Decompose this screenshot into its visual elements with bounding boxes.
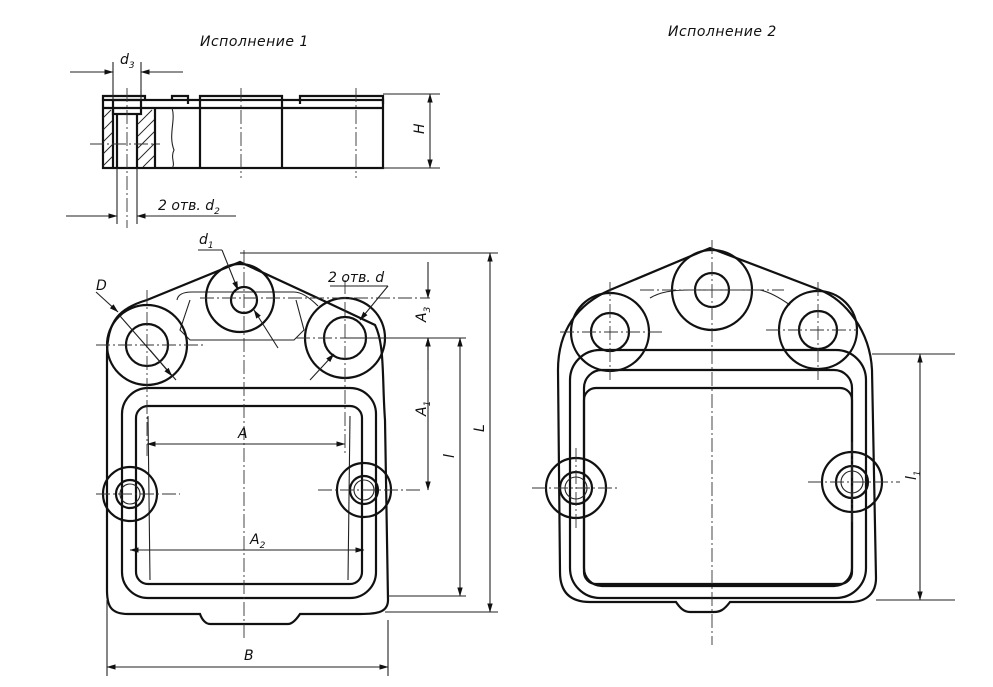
plan-view-1: [95, 249, 498, 676]
label-H: H: [412, 123, 428, 134]
label-holes-d2: 2 отв. d2: [158, 198, 220, 217]
label-A3: A3: [414, 306, 433, 323]
variant-1-title: Исполнение 1: [200, 34, 309, 50]
label-A1: A1: [414, 401, 433, 417]
label-B: B: [244, 648, 254, 664]
label-d3: d3: [120, 52, 135, 71]
plan-view-2: [532, 240, 955, 645]
label-l: l: [442, 454, 458, 458]
section-hatching: [102, 108, 157, 168]
label-d1: d1: [199, 232, 214, 251]
label-A: A: [237, 426, 248, 442]
label-A2: A2: [249, 532, 266, 551]
side-view: [66, 62, 440, 228]
label-l1: l1: [904, 470, 923, 480]
label-D: D: [96, 278, 107, 294]
variant-2-title: Исполнение 2: [668, 24, 777, 40]
label-L: L: [472, 424, 488, 432]
label-holes-d: 2 отв. d: [328, 270, 384, 286]
